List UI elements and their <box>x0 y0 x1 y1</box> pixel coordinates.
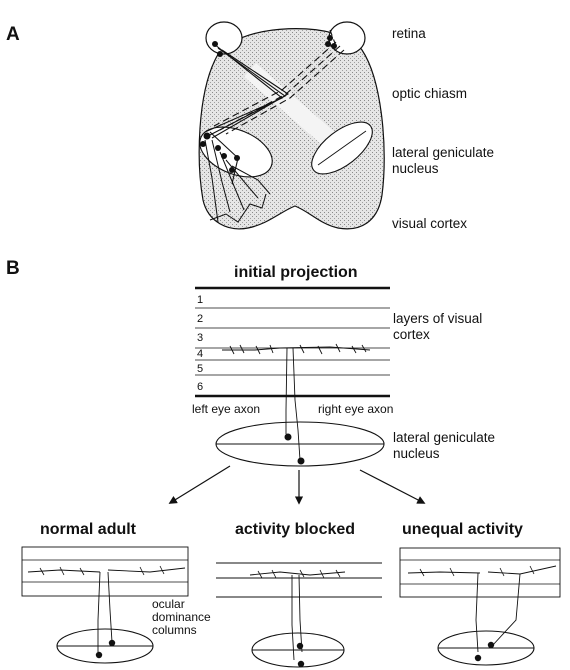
initial-projection-title: initial projection <box>234 264 358 282</box>
outcome-normal-adult: normal adult <box>40 521 136 539</box>
activity-blocked-cells <box>297 643 304 667</box>
panel-b-letter: B <box>6 258 20 280</box>
activity-blocked-diagram <box>216 563 382 667</box>
label-lgn-b: lateral geniculate nucleus <box>393 430 523 462</box>
cortex-layers <box>195 288 390 396</box>
right-eye <box>329 22 365 54</box>
outcome-unequal-activity: unequal activity <box>402 521 523 539</box>
label-left-eye-axon: left eye axon <box>192 401 260 417</box>
left-eye <box>206 22 242 54</box>
label-retina: retina <box>392 26 426 42</box>
label-optic-chiasm: optic chiasm <box>392 86 467 102</box>
layer-number-1: 1 <box>197 294 203 306</box>
label-ocular-dominance-columns: ocular dominance columns <box>152 598 214 637</box>
layer-number-3: 3 <box>197 332 203 344</box>
label-right-eye-axon: right eye axon <box>318 401 393 417</box>
layer-number-2: 2 <box>197 313 203 325</box>
outcome-arrows <box>170 466 424 503</box>
unequal-activity-diagram <box>400 548 560 665</box>
normal-adult-cells <box>96 640 115 658</box>
layer-number-6: 6 <box>197 381 203 393</box>
label-visual-cortex: visual cortex <box>392 216 467 232</box>
initial-cells <box>285 434 305 465</box>
brain-diagram <box>193 22 385 229</box>
panel-a-letter: A <box>6 24 20 46</box>
layer-number-5: 5 <box>197 363 203 375</box>
layer-number-4: 4 <box>197 348 203 360</box>
label-layers-of-visual-cortex: layers of visual cortex <box>393 311 503 343</box>
outcome-activity-blocked: activity blocked <box>235 521 355 539</box>
label-lgn-a: lateral geniculate nucleus <box>392 145 522 177</box>
